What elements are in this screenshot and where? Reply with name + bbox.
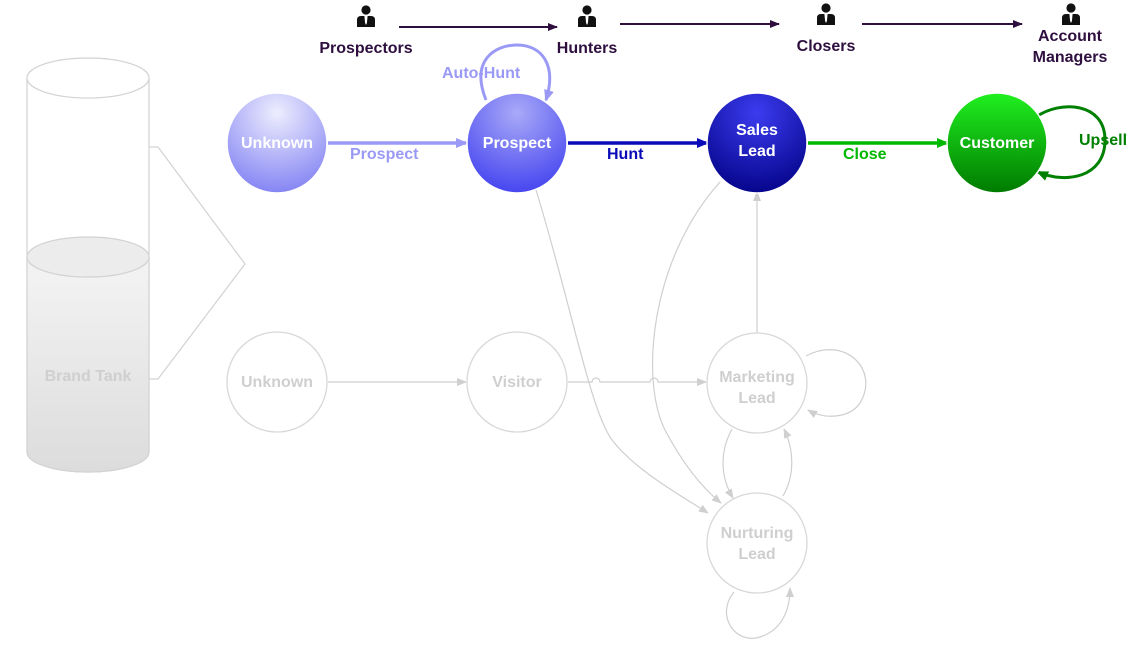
node-circle-visitor xyxy=(466,331,568,433)
upsell-loop xyxy=(1035,105,1107,181)
role-label-account-managers: Account Managers xyxy=(1032,28,1108,66)
role-label-hunters: Hunters xyxy=(556,40,618,57)
person-icon xyxy=(357,5,375,27)
edge-label-upsell: Upsell xyxy=(1079,132,1128,149)
auto-hunt-loop xyxy=(479,43,554,102)
role-label-closers: Closers xyxy=(796,38,856,55)
node-circle-marketing-lead xyxy=(706,332,808,434)
node-circle-customer xyxy=(946,92,1048,194)
node-marketing-lead-label: Marketing Lead xyxy=(719,369,795,407)
node-customer-label: Customer xyxy=(959,134,1035,152)
person-icon xyxy=(1062,3,1080,25)
person-icon xyxy=(578,5,596,27)
node-circle-nurturing-lead xyxy=(706,492,808,594)
node-circle-unknown xyxy=(226,92,328,194)
node-circle-prospect xyxy=(466,92,568,194)
person-icon xyxy=(817,3,835,25)
node-sales-lead-label: Sales Lead xyxy=(736,122,778,160)
node-prospect-label: Prospect xyxy=(482,134,552,152)
node-unknown-faded-label: Unknown xyxy=(241,373,313,391)
role-label-prospectors: Prospectors xyxy=(319,40,413,57)
edge-label-prospect: Prospect xyxy=(350,146,419,163)
edge-label-auto-hunt: Auto-Hunt xyxy=(442,65,521,82)
edge-label-close: Close xyxy=(843,146,887,163)
node-circle-sales-lead xyxy=(706,92,808,194)
brand-tank xyxy=(26,57,246,473)
node-unknown-label: Unknown xyxy=(241,134,313,152)
node-nurturing-lead-label: Nurturing Lead xyxy=(720,525,794,563)
brand-tank-label: Brand Tank xyxy=(44,367,132,385)
edge-label-hunt: Hunt xyxy=(607,146,644,163)
node-circle-unknown-faded xyxy=(226,331,328,433)
faded-connectors xyxy=(328,181,867,639)
node-visitor-label: Visitor xyxy=(492,373,542,391)
